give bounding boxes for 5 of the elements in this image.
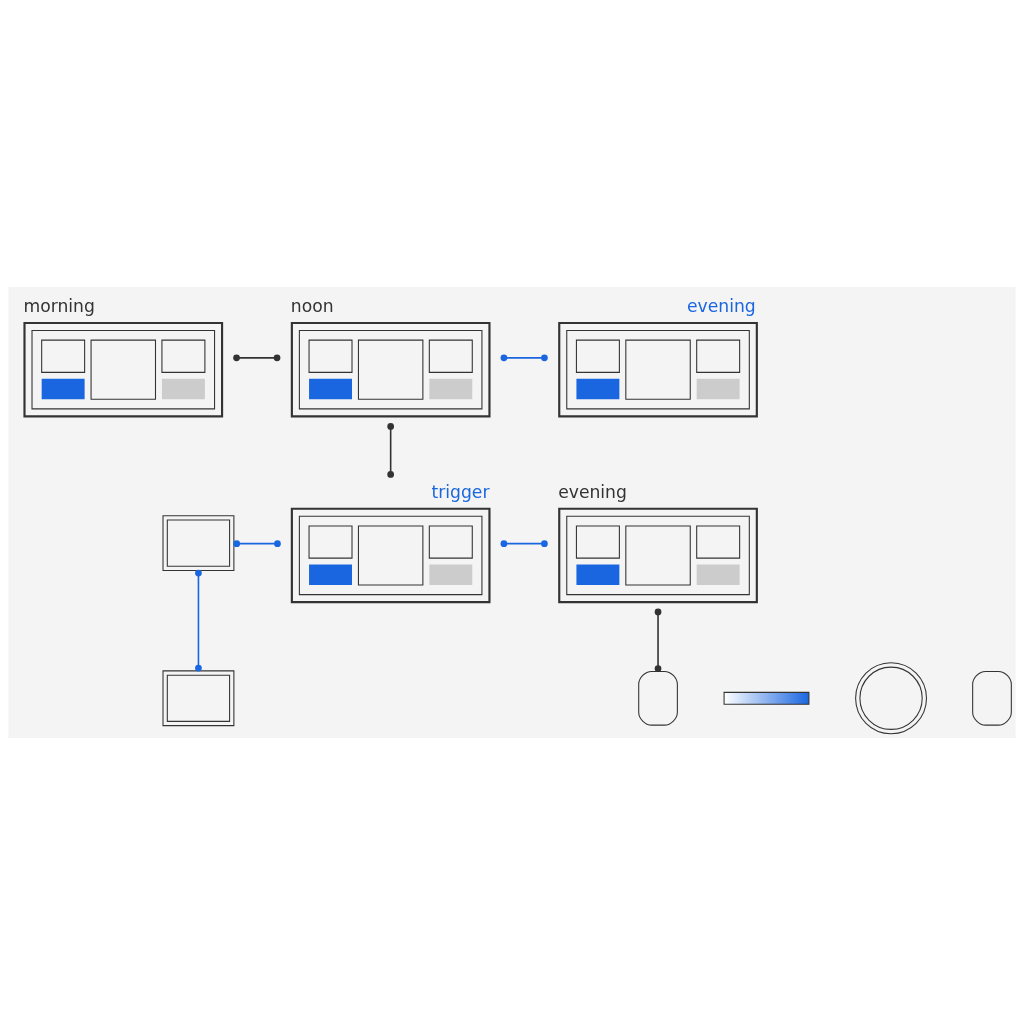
node-label: evening — [558, 481, 627, 502]
node-label: noon — [290, 295, 334, 316]
node-label: morning — [23, 295, 95, 316]
node-label: evening — [687, 295, 756, 316]
node-label: trigger — [431, 481, 490, 502]
